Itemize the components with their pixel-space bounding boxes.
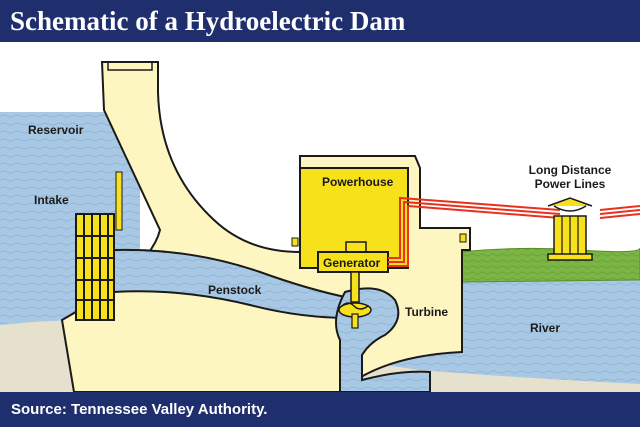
intake-grate xyxy=(75,213,115,321)
generator-cap xyxy=(345,241,367,253)
turbine-label: Turbine xyxy=(405,305,448,319)
power-lines-label-line2: Power Lines xyxy=(535,177,606,191)
title-banner: Schematic of a Hydroelectric Dam xyxy=(0,0,640,42)
power-lines-label-line1: Long Distance xyxy=(529,163,612,177)
page-title: Schematic of a Hydroelectric Dam xyxy=(10,6,406,36)
generator-label: Generator xyxy=(323,256,381,270)
intake-label: Intake xyxy=(34,193,69,207)
power-lines xyxy=(388,196,640,267)
gate-slot xyxy=(115,171,123,231)
source-credit: Source: Tennessee Valley Authority. xyxy=(11,401,268,418)
river-label: River xyxy=(530,321,560,335)
penstock-label: Penstock xyxy=(208,283,262,297)
turbine-shaft xyxy=(350,271,360,303)
footer-banner: Source: Tennessee Valley Authority. xyxy=(0,392,640,427)
turbine-blades xyxy=(338,302,372,329)
powerhouse-label: Powerhouse xyxy=(322,175,394,189)
reservoir-label: Reservoir xyxy=(28,123,84,137)
transmission-tower xyxy=(547,197,593,261)
powerhouse-vent-right xyxy=(459,233,467,243)
powerhouse-vent-left xyxy=(291,237,299,247)
grass-bank xyxy=(459,247,640,283)
dam-schematic: Reservoir Intake Penstock Powerhouse Gen… xyxy=(0,42,640,392)
dam-crest xyxy=(107,62,153,71)
